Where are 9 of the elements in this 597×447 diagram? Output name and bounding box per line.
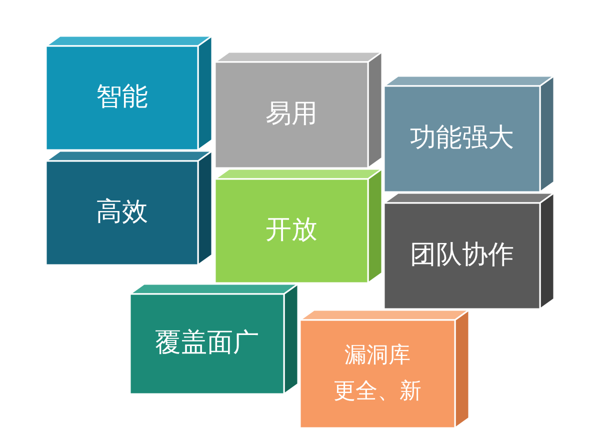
- block-label: 高效: [96, 197, 148, 229]
- block-label: 开放: [266, 215, 318, 247]
- block-label: 漏洞库: [344, 342, 410, 369]
- block-label: 覆盖面广: [155, 328, 259, 360]
- block-label: 智能: [96, 82, 148, 114]
- block-label: 功能强大: [410, 123, 514, 155]
- block-label: 团队协作: [410, 240, 514, 272]
- block-label: 更全、新: [334, 379, 422, 406]
- block-label: 易用: [266, 99, 318, 131]
